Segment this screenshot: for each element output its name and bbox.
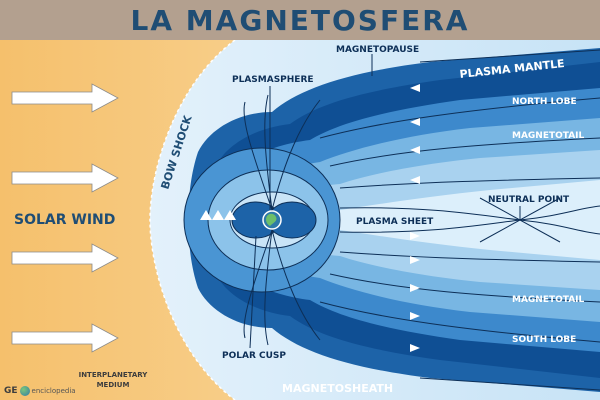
bow-shock-line — [149, 40, 236, 400]
label-interplanetary-medium: INTERPLANETARY MEDIUM — [78, 371, 148, 389]
label-solar-wind: SOLAR WIND — [14, 212, 115, 228]
field-arrow-icon — [410, 284, 420, 292]
tail-line-7 — [339, 251, 600, 263]
tail-line-6 — [339, 219, 600, 235]
tail-line-8 — [329, 273, 600, 303]
geo-logo: GE enciclopedia — [4, 386, 76, 396]
title-bar: LA MAGNETOSFERA — [0, 0, 600, 40]
tail-line-9 — [319, 301, 600, 343]
field-arrow-icon — [410, 344, 420, 352]
cusp-line-south-3 — [271, 229, 321, 341]
cusp-line-north-1 — [243, 101, 273, 211]
geo-logo-icon — [19, 386, 30, 396]
cusp-line-south-1 — [243, 229, 273, 339]
solar-wind-arrow-icon — [11, 243, 119, 273]
label-plasma-sheet: PLASMA SHEET — [356, 217, 434, 227]
leader-lines — [249, 54, 521, 349]
plasma-sheet-region — [332, 180, 600, 260]
field-arrow-icon — [410, 176, 420, 184]
tail-line-2 — [319, 97, 600, 139]
field-arrow-icon — [410, 84, 420, 92]
field-arrow-icon — [200, 210, 212, 220]
field-arrow-icon — [224, 210, 236, 220]
cusp-line-north-3 — [271, 99, 321, 211]
leader-polar-cusp — [249, 235, 257, 349]
field-arrow-icon — [410, 146, 420, 154]
label-polar-cusp: POLAR CUSP — [222, 351, 286, 361]
label-north-lobe: NORTH LOBE — [512, 97, 577, 107]
label-magnetosheath: MAGNETOSHEATH — [282, 382, 393, 395]
label-south-lobe: SOUTH LOBE — [512, 335, 576, 345]
tail-line-1 — [419, 49, 600, 63]
logo-brand: GE — [4, 386, 18, 396]
interplanetary-medium-box: INTERPLANETARY MEDIUM — [78, 371, 148, 389]
label-magnetotail-top: MAGNETOTAIL — [512, 131, 585, 141]
logo-site: enciclopedia — [31, 387, 76, 395]
tail-line-10 — [419, 377, 600, 391]
field-arrow-icon — [410, 256, 420, 264]
solar-wind-arrow-icon — [11, 163, 119, 193]
tail-line-4 — [339, 177, 600, 189]
field-arrow-icon — [212, 210, 224, 220]
field-arrows — [200, 84, 420, 352]
label-neutral-point: NEUTRAL POINT — [488, 195, 570, 205]
tail-line-5 — [339, 205, 600, 221]
label-magnetotail-bottom: MAGNETOTAIL — [512, 295, 585, 305]
solar-wind-arrows — [11, 83, 119, 353]
label-plasmasphere: PLASMASPHERE — [232, 75, 314, 85]
earth-icon — [262, 210, 282, 230]
label-magnetopause: MAGNETOPAUSE — [336, 45, 419, 55]
solar-wind-arrow-icon — [11, 323, 119, 353]
tail-line-3 — [329, 137, 600, 167]
field-arrow-icon — [410, 232, 420, 240]
field-arrow-icon — [410, 312, 420, 320]
cusp-line-south-2 — [264, 229, 273, 346]
solar-wind-arrow-icon — [11, 83, 119, 113]
magnetosphere-diagram: MAGNETOPAUSE PLASMA MANTLE PLASMASPHERE … — [0, 40, 600, 400]
field-arrow-icon — [410, 118, 420, 126]
page-title: LA MAGNETOSFERA — [130, 3, 470, 37]
